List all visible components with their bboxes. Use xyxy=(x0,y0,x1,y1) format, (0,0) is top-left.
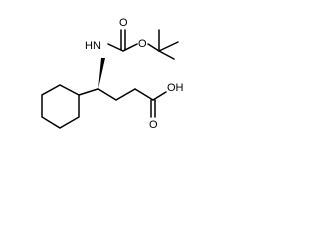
bond-ester-o-to-quaternary-c xyxy=(147,43,160,52)
cyclohexane-ring xyxy=(41,84,80,129)
wedge-bond-to-nh xyxy=(98,58,105,89)
stereocenter xyxy=(98,58,105,89)
carbamate-group xyxy=(107,29,138,52)
bond-ch2-to-ch2 xyxy=(115,88,136,101)
bond-quaternary-c-to-methyl-bottom xyxy=(158,50,175,60)
carboxylic-acid-chain xyxy=(97,88,167,118)
bond-quaternary-c-to-methyl-right xyxy=(158,41,179,52)
cyclohexyl-ring xyxy=(41,84,99,129)
atom-label-hydroxyl: OH xyxy=(167,82,184,94)
bond-stereocenter-to-ring xyxy=(78,88,99,96)
tert-butyl-group xyxy=(147,29,179,60)
bond-stereocenter-to-ch2 xyxy=(97,88,117,101)
bond-ch2-to-acid-c xyxy=(134,88,154,101)
chemical-structure: O HN O OH O xyxy=(0,0,225,159)
atom-label-carbonyl-oxygen: O xyxy=(119,17,128,29)
atom-label-ester-oxygen: O xyxy=(138,38,147,50)
atom-label-acid-carbonyl-oxygen: O xyxy=(149,119,158,131)
bond-nh-to-carbonyl-c xyxy=(107,43,124,52)
background xyxy=(0,0,225,159)
atom-label-nh: HN xyxy=(85,40,101,52)
bond-acid-c-to-oh xyxy=(152,91,167,101)
